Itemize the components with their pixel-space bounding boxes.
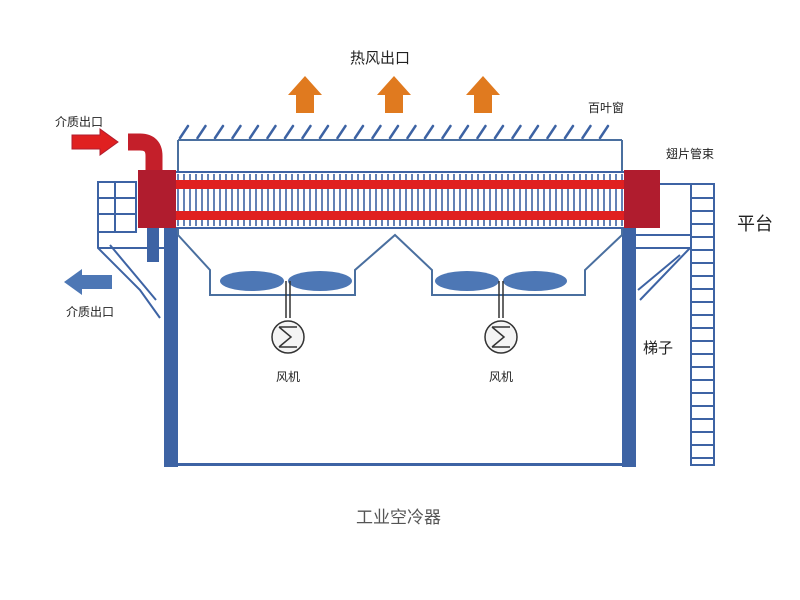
diagram-caption: 工业空冷器 <box>356 508 441 528</box>
left-column <box>164 225 178 467</box>
louver-slat <box>511 124 522 140</box>
louver-slat <box>178 124 190 140</box>
right-arrow-icon <box>71 128 119 156</box>
fin-tube-bundle <box>138 170 660 262</box>
fin-tube-bundle-label: 翅片管束 <box>666 147 715 161</box>
louver-slat <box>441 124 452 140</box>
up-arrow-icon <box>466 76 500 113</box>
louver-slat <box>318 124 330 140</box>
louver-slat <box>336 124 347 140</box>
louver-slat <box>493 124 505 140</box>
louver-slat <box>458 124 470 140</box>
fan-right-label: 风机 <box>489 370 514 384</box>
louver-slat <box>283 124 295 140</box>
louver-slat <box>528 124 540 140</box>
outlet-pipe <box>147 228 159 262</box>
fan-right <box>435 271 567 354</box>
louver-slat <box>353 124 365 140</box>
tube-top <box>174 180 626 189</box>
louver-slat <box>406 124 417 140</box>
louver-slats <box>178 124 610 140</box>
louver-slat <box>581 124 592 140</box>
louver-slat <box>266 124 277 140</box>
hot-air-outlet-label: 热风出口 <box>350 49 411 67</box>
ladder-label: 梯子 <box>643 339 674 357</box>
louver-slat <box>231 124 242 140</box>
tube-bottom <box>174 211 626 220</box>
louver-label: 百叶窗 <box>588 101 625 115</box>
louver-slat <box>196 124 207 140</box>
motor-icon <box>484 320 518 354</box>
fan-left-label: 风机 <box>276 370 301 384</box>
base-line <box>164 463 636 466</box>
medium-outlet-bottom-label: 介质出口 <box>66 305 115 319</box>
inlet-pipe <box>128 133 163 172</box>
header-right <box>624 170 660 228</box>
louver-slat <box>598 124 610 140</box>
platform-label: 平台 <box>737 214 773 235</box>
up-arrow-icon <box>288 76 322 113</box>
fan-left <box>220 271 352 354</box>
louver-slat <box>248 124 260 140</box>
header-left <box>138 170 176 228</box>
louver-slat <box>546 124 557 140</box>
right-column <box>622 225 636 467</box>
hot-air-arrows <box>288 76 500 113</box>
louver-slat <box>388 124 400 140</box>
louver-slat <box>423 124 435 140</box>
louver-slat <box>563 124 575 140</box>
left-platform <box>97 181 164 319</box>
louver-slat <box>213 124 225 140</box>
louver-slat <box>301 124 312 140</box>
ladder <box>690 183 715 466</box>
medium-outlet-top-label: 介质出口 <box>55 115 104 129</box>
motor-icon <box>271 320 305 354</box>
louver-slat <box>371 124 382 140</box>
up-arrow-icon <box>377 76 411 113</box>
louver-slat <box>476 124 487 140</box>
frame <box>164 225 636 467</box>
left-arrow-icon <box>64 269 112 295</box>
